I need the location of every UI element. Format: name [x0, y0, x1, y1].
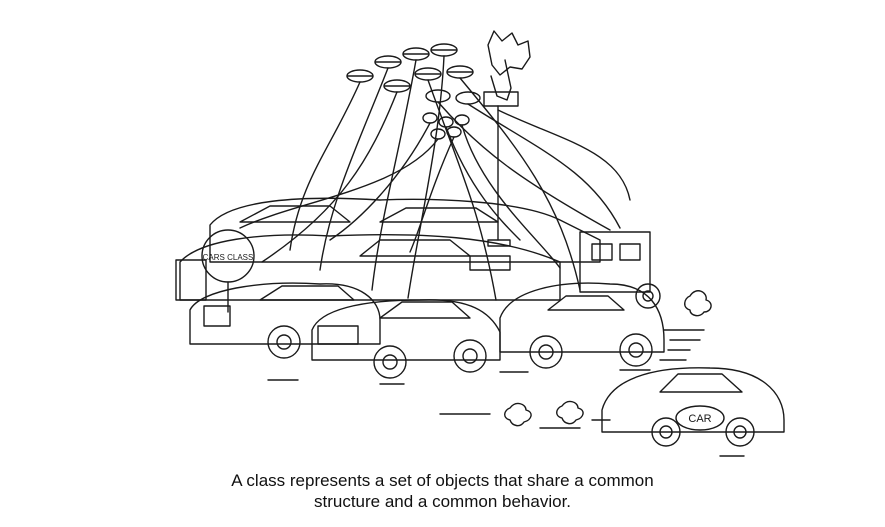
- middle-row-car: [175, 233, 561, 301]
- front-center-car: [311, 299, 501, 379]
- car-door-emblem-text: CAR: [688, 413, 711, 425]
- cars-class-sign-text: CARS CLASS: [203, 253, 254, 262]
- cars-class-sign: [201, 229, 255, 313]
- hand-holding-control-bar: [483, 30, 531, 247]
- speed-lines-and-puffs: [267, 290, 745, 457]
- escaping-car: [601, 367, 785, 447]
- caption-line-1: A class represents a set of objects that…: [231, 471, 654, 490]
- front-right-car: [499, 282, 665, 369]
- front-left-car: [189, 282, 381, 359]
- back-row-cars: [209, 197, 661, 309]
- figure-caption: A class represents a set of objects that…: [0, 470, 885, 512]
- steering-wheel-handles: [346, 43, 481, 105]
- caption-line-2: structure and a common behavior.: [313, 492, 572, 511]
- control-cables: [239, 55, 631, 301]
